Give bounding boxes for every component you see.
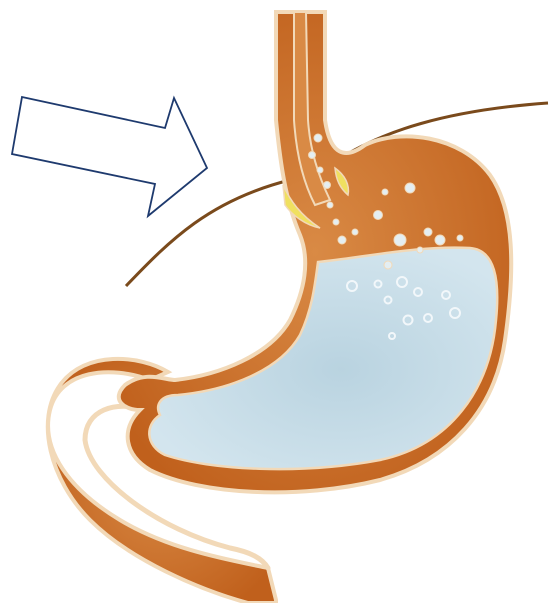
diaphragm-line-left	[126, 180, 290, 286]
arrow-right-icon	[12, 97, 207, 216]
